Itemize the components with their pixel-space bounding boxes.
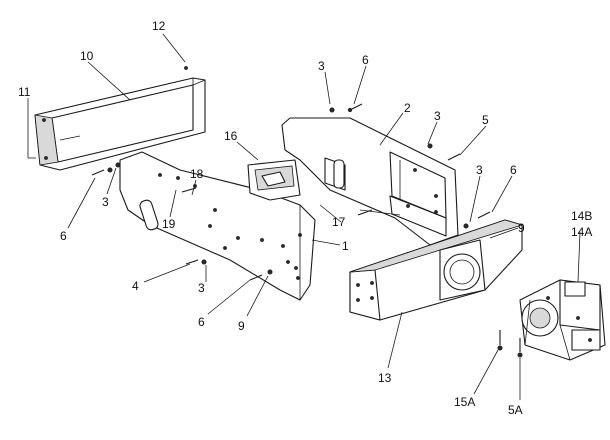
callout-16: 16 <box>224 129 238 143</box>
callout-10: 10 <box>80 49 94 63</box>
callout-6-left: 6 <box>60 229 67 243</box>
callout-14a: 14A <box>571 225 592 239</box>
callout-3-right: 3 <box>476 163 483 177</box>
part-13-cross-beam <box>349 219 524 321</box>
callout-9-right: 9 <box>518 221 525 235</box>
callout-3-bottom: 3 <box>198 281 205 295</box>
part-1-side-plate <box>119 151 316 301</box>
callout-9-bottom: 9 <box>238 319 245 333</box>
callout-labels: 12 10 11 6 3 3 6 2 3 5 16 18 19 17 3 6 9… <box>18 19 592 417</box>
leader-lines <box>27 33 581 400</box>
callout-5: 5 <box>482 113 489 127</box>
callout-6-bottom: 6 <box>198 315 205 329</box>
callout-6-top: 6 <box>362 53 369 67</box>
callout-19: 19 <box>162 217 176 231</box>
callout-18: 18 <box>190 167 204 181</box>
callout-6-right: 6 <box>510 163 517 177</box>
callout-13: 13 <box>378 371 392 385</box>
callout-11: 11 <box>18 85 31 99</box>
callout-1: 1 <box>342 239 349 253</box>
callout-3-top: 3 <box>318 59 325 73</box>
part-2-frame-plate <box>281 117 459 246</box>
part-16-bracket <box>247 159 301 201</box>
part-14-gearbox-assembly <box>519 279 606 361</box>
callout-17: 17 <box>332 215 346 229</box>
callout-14b: 14B <box>571 209 592 223</box>
callout-3-upper-right: 3 <box>434 109 441 123</box>
callout-12: 12 <box>152 19 166 33</box>
part-10-cover-plate <box>34 66 206 171</box>
fasteners <box>91 103 523 358</box>
callout-15a: 15A <box>454 395 475 409</box>
callout-2: 2 <box>404 101 411 115</box>
callout-3-left: 3 <box>102 195 109 209</box>
callout-4: 4 <box>132 279 139 293</box>
callout-5a: 5A <box>508 403 523 417</box>
